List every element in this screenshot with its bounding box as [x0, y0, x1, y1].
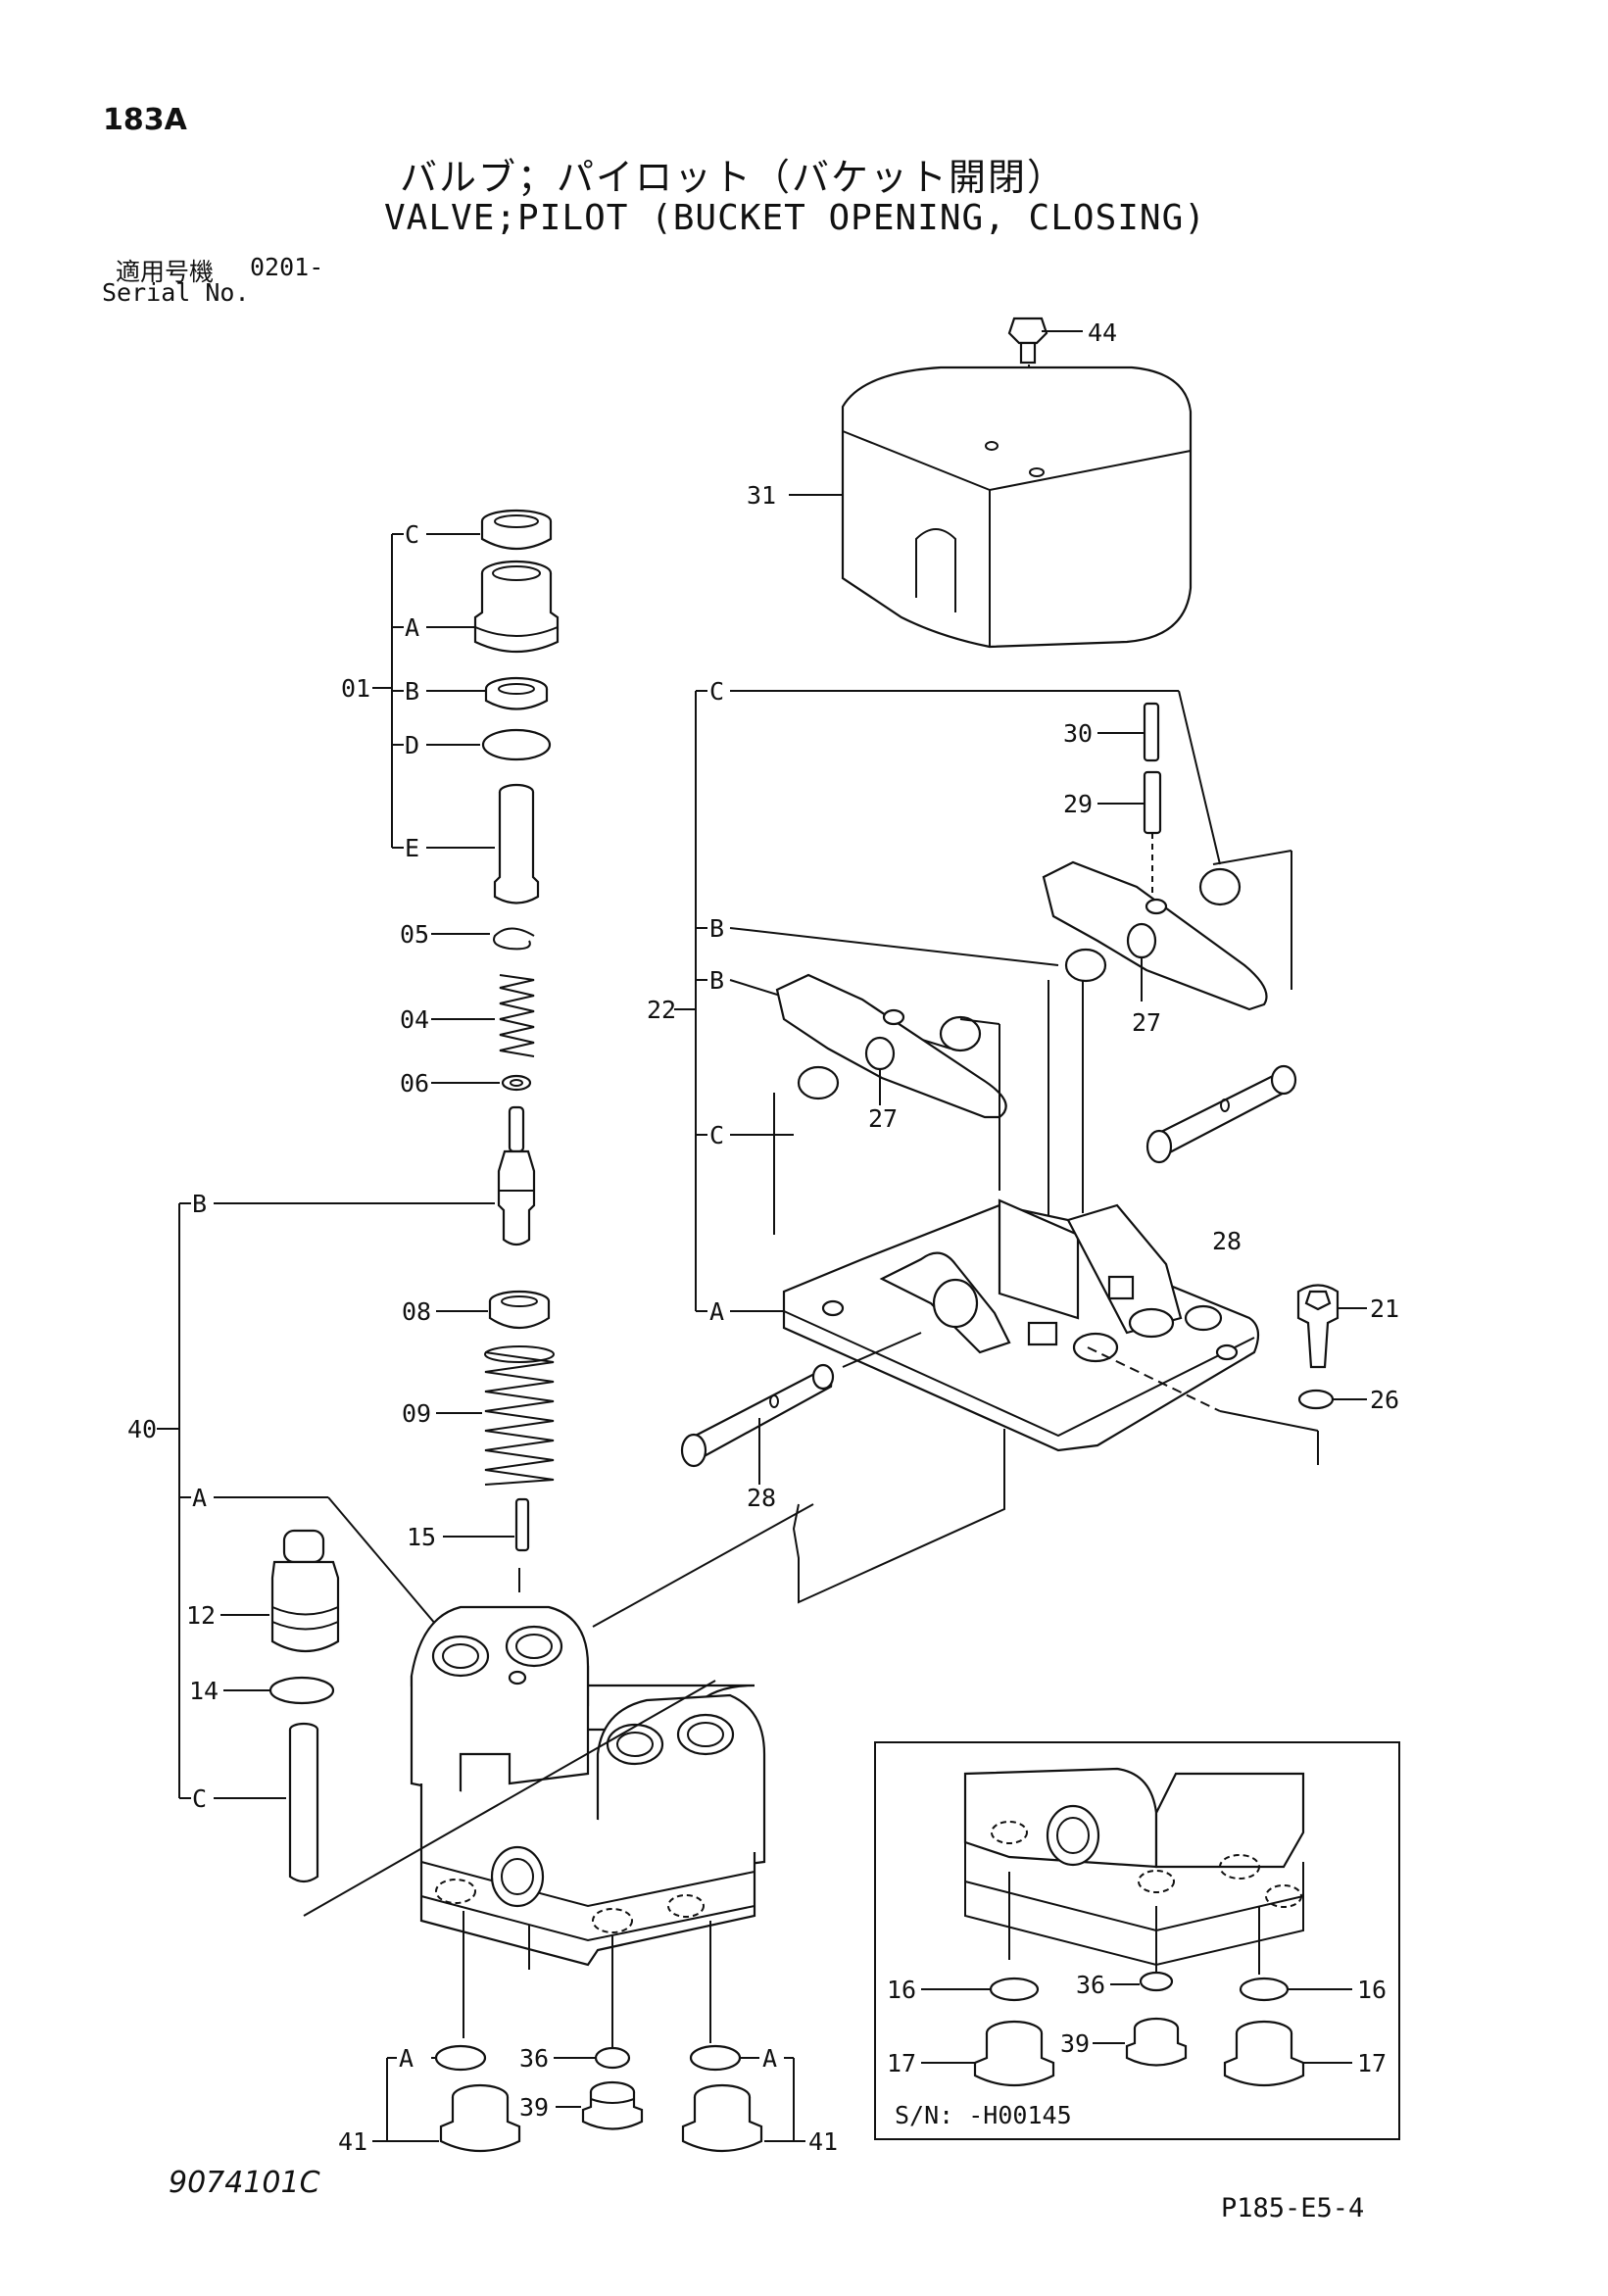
pin-28-upper: [1145, 1064, 1297, 1164]
callout-15: 15: [407, 1523, 436, 1551]
callout-39: 39: [519, 2093, 549, 2122]
cover-31: [789, 366, 1193, 649]
callout-22-c-lower: C: [709, 1121, 724, 1149]
plug-41-right: [681, 2083, 763, 2153]
callout-27-lower: 27: [868, 1104, 898, 1133]
callout-22-b-upper: B: [709, 914, 724, 943]
title-japanese: バルブ；パイロット（バケット開閉）: [400, 156, 1067, 199]
sleeve-01a: [473, 560, 560, 654]
pin-40c: [288, 1722, 319, 1883]
inset-callout-16-right: 16: [1357, 1976, 1387, 2004]
callout-04: 04: [400, 1005, 429, 1034]
inset-callout-39: 39: [1060, 2029, 1090, 2058]
bracket-40: [157, 1202, 495, 1799]
callout-28-lower: 28: [747, 1484, 776, 1512]
callout-01: 01: [341, 674, 370, 703]
callout-22-a: A: [709, 1297, 724, 1326]
oring-01d: [481, 728, 552, 761]
pin-30: [1097, 702, 1160, 762]
seal-01b: [484, 676, 549, 710]
spool-40b: [497, 1105, 536, 1246]
callout-01-a: A: [405, 613, 419, 642]
callout-06: 06: [400, 1069, 429, 1098]
pin-15: [443, 1497, 530, 1552]
callout-40-a: A: [192, 1484, 207, 1512]
callout-05: 05: [400, 920, 429, 949]
serial-label-japanese: 適用号機: [116, 258, 215, 286]
bolt-21: [1296, 1284, 1367, 1369]
callout-31: 31: [747, 481, 776, 510]
pin-29: [1097, 770, 1162, 906]
callout-41-left: 41: [338, 2127, 367, 2156]
inset-callout-17-right: 17: [1357, 2049, 1387, 2077]
page-code: 183A: [103, 103, 187, 137]
callout-26: 26: [1370, 1386, 1399, 1414]
callout-29: 29: [1063, 790, 1093, 818]
callout-a-left: A: [399, 2044, 414, 2073]
callout-40: 40: [127, 1415, 157, 1443]
callout-22-c-upper: C: [709, 677, 724, 706]
bracket-41: [372, 2057, 805, 2142]
callout-22-b-lower: B: [709, 966, 724, 995]
callout-09: 09: [402, 1399, 431, 1428]
oring-36: [554, 2046, 631, 2070]
inset-callout-17-left: 17: [887, 2049, 916, 2077]
washer-26: [1297, 1389, 1367, 1410]
callout-01-e: E: [405, 834, 419, 862]
callout-12: 12: [186, 1601, 216, 1630]
callout-01-d: D: [405, 731, 419, 759]
bracket-22: [674, 690, 1221, 1312]
spring-09: [436, 1345, 555, 1486]
oring-a-left: [431, 2044, 487, 2072]
callout-14: 14: [189, 1677, 219, 1705]
callout-08: 08: [402, 1297, 431, 1326]
lever-27-upper: [1042, 850, 1292, 1011]
callout-30: 30: [1063, 719, 1093, 748]
seal-01c: [480, 509, 553, 550]
spring-seat-08: [436, 1290, 551, 1329]
page-reference: P185-E5-4: [1221, 2193, 1365, 2223]
bracket-01: [372, 533, 495, 849]
inset-panel: [874, 1741, 1400, 2140]
callout-36: 36: [519, 2044, 549, 2073]
callout-40-c: C: [192, 1784, 207, 1813]
serial-range: 0201-: [250, 253, 324, 281]
callout-01-b: B: [405, 677, 419, 706]
callout-28-upper: 28: [1212, 1227, 1242, 1255]
valve-body: [303, 1503, 814, 2048]
clip-05: [431, 927, 535, 951]
callout-27-upper: 27: [1132, 1008, 1161, 1037]
callout-22: 22: [647, 996, 676, 1024]
plug-12: [220, 1529, 340, 1652]
washer-06: [431, 1074, 532, 1092]
callout-21: 21: [1370, 1295, 1399, 1323]
callout-40-b: B: [192, 1190, 207, 1218]
pin-28-lower: [680, 1332, 922, 1485]
callout-a-right: A: [762, 2044, 777, 2073]
plunger-01e: [493, 783, 540, 904]
callout-44: 44: [1088, 318, 1117, 347]
callout-01-c: C: [405, 520, 419, 549]
oring-a-right: [689, 2044, 759, 2072]
inset-serial-note: S/N: -H00145: [895, 2101, 1072, 2129]
oring-14: [223, 1676, 335, 1705]
valve-base: [782, 1198, 1319, 1465]
plug-41-left: [439, 2083, 521, 2153]
inset-callout-16-left: 16: [887, 1976, 916, 2004]
inset-callout-36: 36: [1076, 1971, 1105, 1999]
serial-label-english: Serial No.: [102, 278, 250, 307]
lever-27-lower: [773, 973, 1084, 1235]
spring-04: [431, 974, 535, 1057]
plug-39: [556, 2080, 644, 2130]
callout-41-right: 41: [808, 2127, 838, 2156]
title-english: VALVE;PILOT (BUCKET OPENING, CLOSING): [384, 198, 1206, 238]
drawing-number: 9074101C: [169, 2166, 320, 2200]
